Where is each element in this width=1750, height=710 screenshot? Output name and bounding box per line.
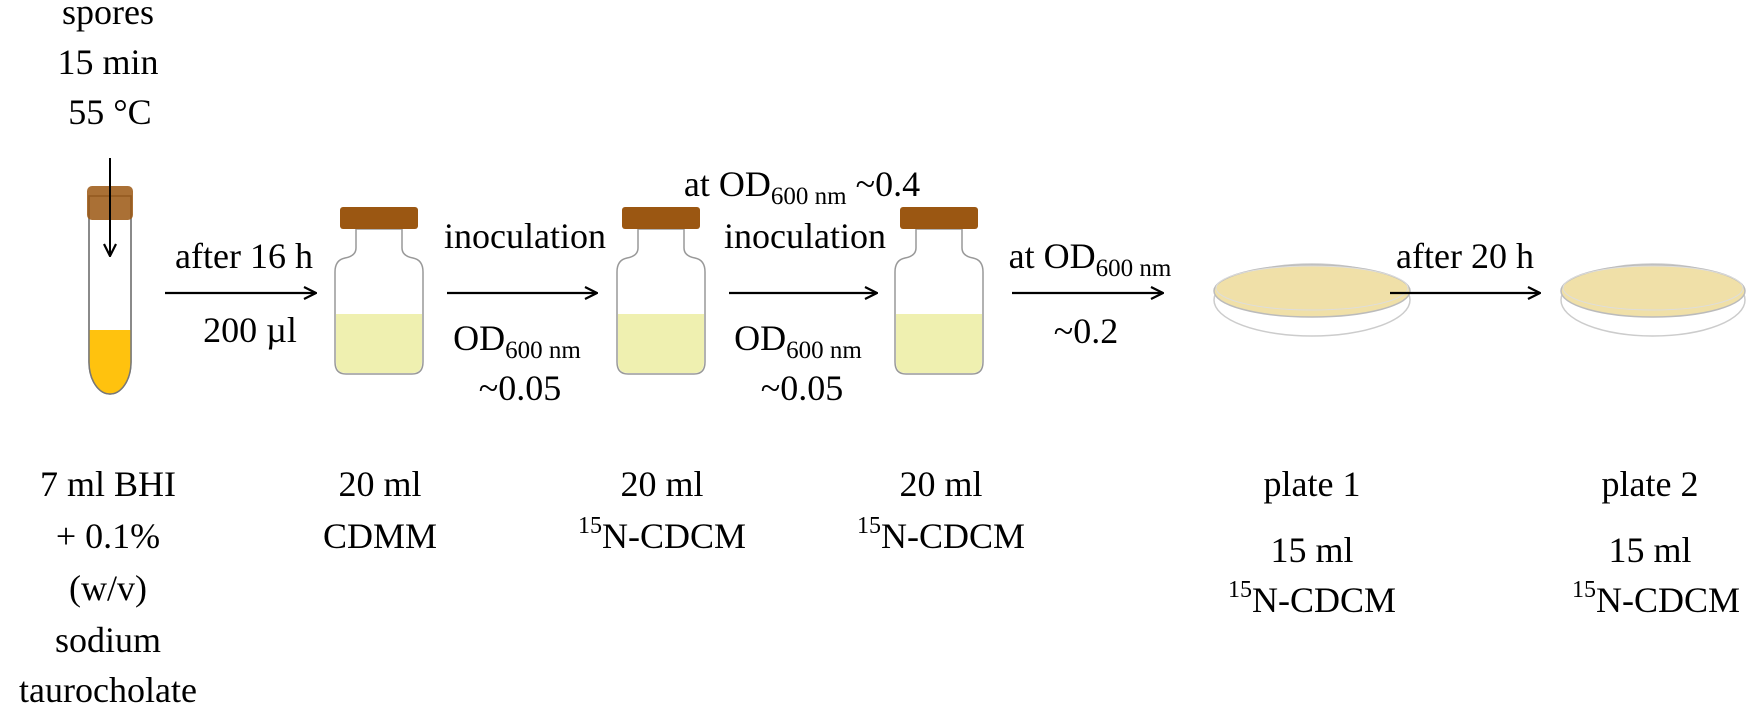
petri-dish-icon: [1213, 263, 1411, 337]
vial-icon: [334, 207, 424, 375]
plate-name-label: plate 2: [1601, 464, 1699, 504]
tube-bottom-label: 7 ml BHI: [39, 464, 177, 504]
tube-bottom-label: (w/v): [69, 568, 147, 608]
arrow-label-above: inoculation: [724, 216, 886, 256]
vessel-volume-label: 20 ml: [899, 464, 983, 504]
od-label: OD600 nm: [734, 318, 862, 364]
vial-icon: [616, 207, 706, 375]
arrow-label-above: after 16 h: [175, 236, 313, 276]
tube-bottom-label: taurocholate: [19, 670, 197, 710]
tube-top-label: 15 min: [57, 42, 159, 82]
plate-volume-label: 15 ml: [1608, 530, 1692, 570]
od-threshold-label: at OD600 nm: [1008, 236, 1172, 282]
plate-medium-label: 15N-CDCM: [1571, 577, 1741, 620]
plate-name-label: plate 1: [1263, 464, 1361, 504]
arrow-label-below: 200 µl: [203, 310, 297, 350]
vessel-medium-label: CDMM: [322, 516, 438, 556]
od-threshold-label: at OD600 nm ~0.4: [683, 164, 921, 210]
od-label: OD600 nm: [453, 318, 581, 364]
vessel-medium-label: 15N-CDCM: [577, 513, 747, 556]
plate-volume-label: 15 ml: [1270, 530, 1354, 570]
vessel-medium-label: 15N-CDCM: [856, 513, 1026, 556]
tube-bottom-label: + 0.1%: [55, 516, 161, 556]
petri-dish-icon: [1560, 263, 1746, 337]
arrow-label-below: ~0.2: [1053, 311, 1119, 351]
tube-top-label: spores: [62, 0, 154, 32]
tube-bottom-label: sodium: [54, 620, 162, 660]
od-value-label: ~0.05: [478, 368, 562, 408]
vessel-volume-label: 20 ml: [338, 464, 422, 504]
arrow-label-above: inoculation: [444, 216, 606, 256]
od-value-label: ~0.05: [760, 368, 844, 408]
plate-medium-label: 15N-CDCM: [1227, 577, 1397, 620]
vessel-volume-label: 20 ml: [620, 464, 704, 504]
tube-top-label: 55 °C: [68, 92, 152, 132]
arrow-label-above: after 20 h: [1396, 236, 1534, 276]
vial-icon: [894, 207, 984, 375]
